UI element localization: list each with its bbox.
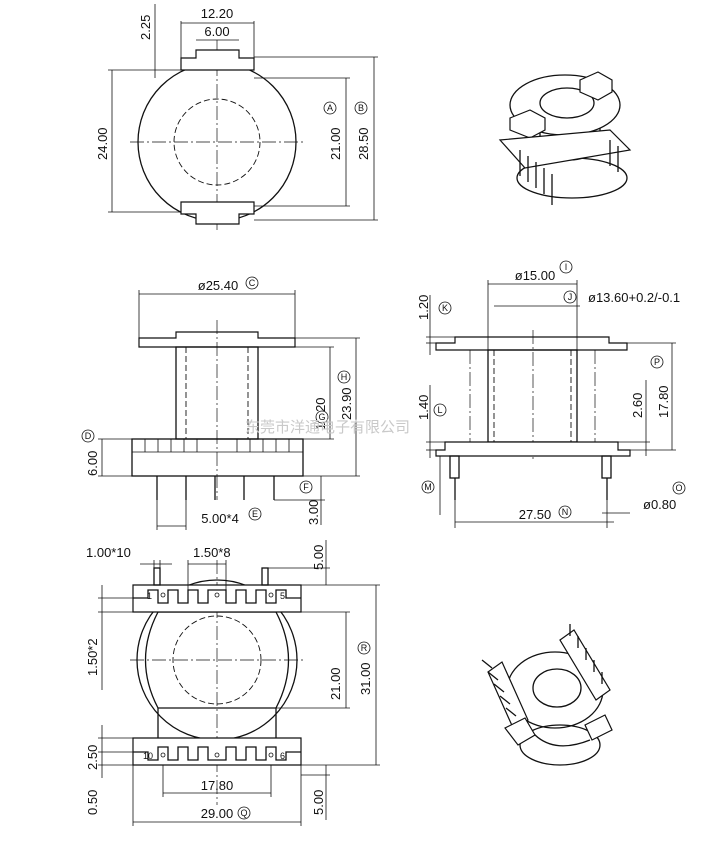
svg-text:I: I <box>565 262 568 272</box>
svg-text:A: A <box>327 103 333 113</box>
front-view: ø25.40 C 15.20 23.90 G H 6.00 D 3.00 F 5… <box>81 276 360 530</box>
svg-text:P: P <box>654 357 660 367</box>
marker-k: K <box>438 301 452 315</box>
dim-core-outer: ø15.00 <box>515 268 555 283</box>
svg-text:F: F <box>303 482 309 492</box>
svg-text:B: B <box>358 103 364 113</box>
dim-slot-outer: 12.20 <box>201 6 234 21</box>
dim-rail: 2.50 <box>85 745 100 770</box>
side-view: ø15.00 I ø13.60+0.2/-0.1 J 1.20 K 1.40 L… <box>416 260 686 528</box>
dim-slot-inner: 6.00 <box>204 24 229 39</box>
dim-flange-thick: 1.20 <box>416 295 431 320</box>
marker-l: L <box>433 403 447 417</box>
dim-total-height: 23.90 <box>339 387 354 420</box>
svg-text:K: K <box>442 303 448 313</box>
dim-bottom-gap: 5.00 <box>311 790 326 815</box>
marker-j: J <box>563 290 577 304</box>
pin-label-5: 5 <box>280 591 285 601</box>
marker-b: B <box>354 101 368 115</box>
dim-flange-dia: ø25.40 <box>198 278 238 293</box>
dim-base-thick: 1.40 <box>416 395 431 420</box>
marker-a: A <box>323 101 337 115</box>
marker-d: D <box>81 429 95 443</box>
svg-text:R: R <box>361 643 368 653</box>
dim-pin-dia: ø0.80 <box>643 497 676 512</box>
svg-text:D: D <box>85 431 92 441</box>
dim-inner-dia: 21.00 <box>328 127 343 160</box>
svg-text:O: O <box>675 483 682 493</box>
marker-o: O <box>672 481 686 495</box>
marker-h: H <box>337 370 351 384</box>
svg-text:M: M <box>424 482 432 492</box>
dim-total: 31.00 <box>358 662 373 695</box>
marker-q: Q <box>237 806 251 820</box>
marker-m: M <box>421 480 435 494</box>
dim-pin-pitch: 5.00*4 <box>201 511 239 526</box>
marker-i: I <box>559 260 573 274</box>
marker-n: N <box>558 505 572 519</box>
pin-label-1: 1 <box>147 591 152 601</box>
svg-text:H: H <box>341 372 348 382</box>
dim-core-inner: ø13.60+0.2/-0.1 <box>588 290 680 305</box>
marker-c: C <box>245 276 259 290</box>
marker-r: R <box>357 641 371 655</box>
dim-span: 27.50 <box>519 507 552 522</box>
svg-text:J: J <box>568 292 573 302</box>
dim-height: 17.80 <box>656 385 671 418</box>
dim-width-bottom: 29.00 <box>201 806 234 821</box>
marker-g: G <box>315 410 329 424</box>
svg-text:C: C <box>249 278 256 288</box>
svg-text:L: L <box>437 405 442 415</box>
pin-label-10: 10 <box>143 751 153 761</box>
isometric-view-top <box>498 71 632 205</box>
svg-text:N: N <box>562 507 569 517</box>
pin-label-6: 6 <box>280 751 285 761</box>
svg-text:Q: Q <box>240 808 247 818</box>
marker-p: P <box>650 355 664 369</box>
top-view: 12.20 6.00 2.25 24.00 21.00 28.50 A B <box>95 4 378 230</box>
dim-inner: 21.00 <box>328 667 343 700</box>
bottom-view: 1 5 10 6 1.00*10 1.50*8 5.00 1.50*2 21 <box>85 540 380 826</box>
dim-slot-pitch-a: 1.00*10 <box>86 545 131 560</box>
marker-f: F <box>299 480 313 494</box>
dim-slot-pitch-b: 1.50*8 <box>193 545 231 560</box>
isometric-view-bottom <box>481 624 613 766</box>
dim-step: 2.60 <box>630 393 645 418</box>
dim-pin-length: 3.00 <box>306 500 321 525</box>
marker-e: E <box>248 507 262 521</box>
svg-text:E: E <box>252 509 258 519</box>
dim-base-height: 6.00 <box>85 451 100 476</box>
dim-outer-dia: 28.50 <box>356 127 371 160</box>
dim-top-gap: 5.00 <box>311 545 326 570</box>
dim-side-pitch: 1.50*2 <box>85 638 100 676</box>
watermark-text: 东莞市洋通电子有限公司 <box>245 418 410 436</box>
dim-pin-span: 17.80 <box>201 778 234 793</box>
dim-tab-height: 2.25 <box>138 15 153 40</box>
dim-width: 24.00 <box>95 127 110 160</box>
svg-text:G: G <box>318 412 325 422</box>
dim-rail-gap: 0.50 <box>85 790 100 815</box>
